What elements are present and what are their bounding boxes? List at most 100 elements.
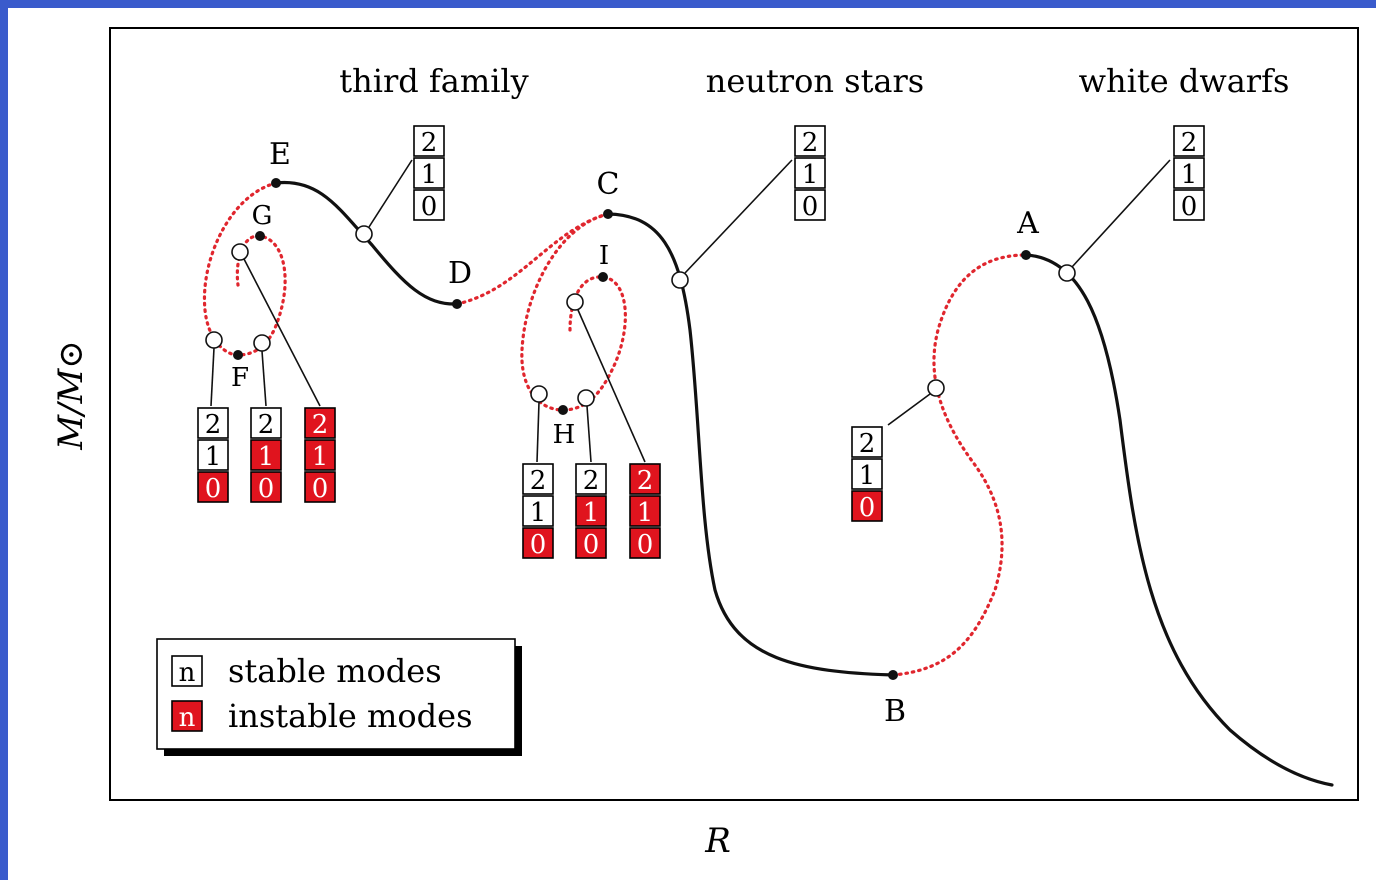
legend-stable-swatch <box>171 655 203 687</box>
point-i-dot <box>598 272 608 282</box>
mode-box <box>851 490 883 522</box>
plot-frame <box>109 27 1359 801</box>
mode-box <box>794 125 826 157</box>
mode-stack-i-branch: 210 <box>629 463 661 560</box>
leader-h-left <box>536 401 540 463</box>
label-c: C <box>597 167 620 202</box>
marker-h-right <box>577 389 595 407</box>
point-b-dot <box>888 670 898 680</box>
mode-number: 1 <box>583 498 600 528</box>
mode-box <box>197 407 229 439</box>
mode-number: 0 <box>802 192 819 222</box>
mode-box <box>1173 189 1205 221</box>
label-a: A <box>1016 206 1039 241</box>
curve-e-d <box>274 180 459 306</box>
critical-points <box>233 178 1031 680</box>
mode-box <box>250 471 282 503</box>
mode-stack-f-right: 210 <box>250 407 282 504</box>
mode-number: 1 <box>637 498 654 528</box>
curve-b-a <box>891 253 1028 677</box>
mode-stack-ab-mid: 210 <box>851 426 883 523</box>
curve-d-c <box>455 212 610 306</box>
mode-number: 0 <box>859 493 876 523</box>
mode-number: 0 <box>258 474 275 504</box>
leader-f-left <box>210 347 215 407</box>
curve-c-b <box>606 212 895 677</box>
marker-f-right <box>253 334 271 352</box>
mode-number: 1 <box>530 498 547 528</box>
mode-box <box>304 471 336 503</box>
mode-number: 0 <box>1181 192 1198 222</box>
mode-number: 1 <box>859 461 876 491</box>
mode-box <box>629 495 661 527</box>
legend-box <box>156 638 516 750</box>
mode-number: 2 <box>637 466 654 496</box>
mode-number: 0 <box>583 530 600 560</box>
curve-a-tail <box>1024 253 1334 787</box>
label-i: I <box>599 241 609 271</box>
mode-number: 0 <box>421 192 438 222</box>
legend-instable-glyph: n <box>179 703 196 733</box>
mode-box <box>575 495 607 527</box>
label-third-family: third family <box>339 62 528 100</box>
mode-number: 1 <box>421 160 438 190</box>
mode-number: 0 <box>312 474 329 504</box>
label-g: G <box>252 201 273 231</box>
mode-box <box>1173 125 1205 157</box>
leader-f-right <box>261 350 267 407</box>
mode-box <box>522 463 554 495</box>
mode-stack-h-right: 210 <box>575 463 607 560</box>
marker-ab-mid <box>927 379 945 397</box>
leader-lines <box>210 159 1171 463</box>
mode-box <box>250 439 282 471</box>
mode-box <box>575 527 607 559</box>
point-g-dot <box>255 231 265 241</box>
mode-number: 2 <box>1181 128 1198 158</box>
leader-third <box>368 159 413 228</box>
mode-box <box>522 527 554 559</box>
mode-stack-white: 210 <box>1173 125 1205 222</box>
leader-neutron <box>684 159 793 274</box>
leader-i-branch <box>577 309 646 463</box>
marker-third <box>355 225 373 243</box>
x-axis-label: R <box>704 821 731 861</box>
curve-e-spiral <box>202 181 287 357</box>
curve-c-spiral <box>520 212 627 412</box>
mode-box <box>304 407 336 439</box>
label-h: H <box>553 420 576 450</box>
mode-stack-f-left: 210 <box>197 407 229 504</box>
mode-number: 1 <box>205 442 222 472</box>
mode-number: 2 <box>205 410 222 440</box>
mode-box <box>197 439 229 471</box>
mode-box <box>629 463 661 495</box>
leader-ab-mid <box>887 393 931 426</box>
legend-instable-text: instable modes <box>228 697 472 735</box>
mode-number: 0 <box>637 530 654 560</box>
mode-box <box>413 189 445 221</box>
point-labels: A B C D E F G H I <box>231 137 1039 729</box>
mode-number: 2 <box>802 128 819 158</box>
mode-box <box>575 463 607 495</box>
mode-stack-h-left: 210 <box>522 463 554 560</box>
marker-f-left <box>205 331 223 349</box>
y-axis-label: M/M⊙ <box>51 340 91 451</box>
mode-box <box>794 157 826 189</box>
mode-number: 0 <box>530 530 547 560</box>
family-labels: third family neutron stars white dwarfs <box>339 62 1289 100</box>
mode-box <box>629 527 661 559</box>
label-white-dwarfs: white dwarfs <box>1079 62 1290 100</box>
mode-number: 2 <box>312 410 329 440</box>
mode-number: 2 <box>859 429 876 459</box>
legend-instable-swatch <box>171 700 203 732</box>
stable-curves <box>274 180 1334 787</box>
point-a-dot <box>1021 250 1031 260</box>
legend-stable-text: stable modes <box>228 652 442 690</box>
marker-g-branch <box>231 243 249 261</box>
label-e: E <box>269 137 291 172</box>
point-c-dot <box>603 209 613 219</box>
label-d: D <box>448 256 472 291</box>
mode-number: 2 <box>421 128 438 158</box>
mode-number: 2 <box>258 410 275 440</box>
